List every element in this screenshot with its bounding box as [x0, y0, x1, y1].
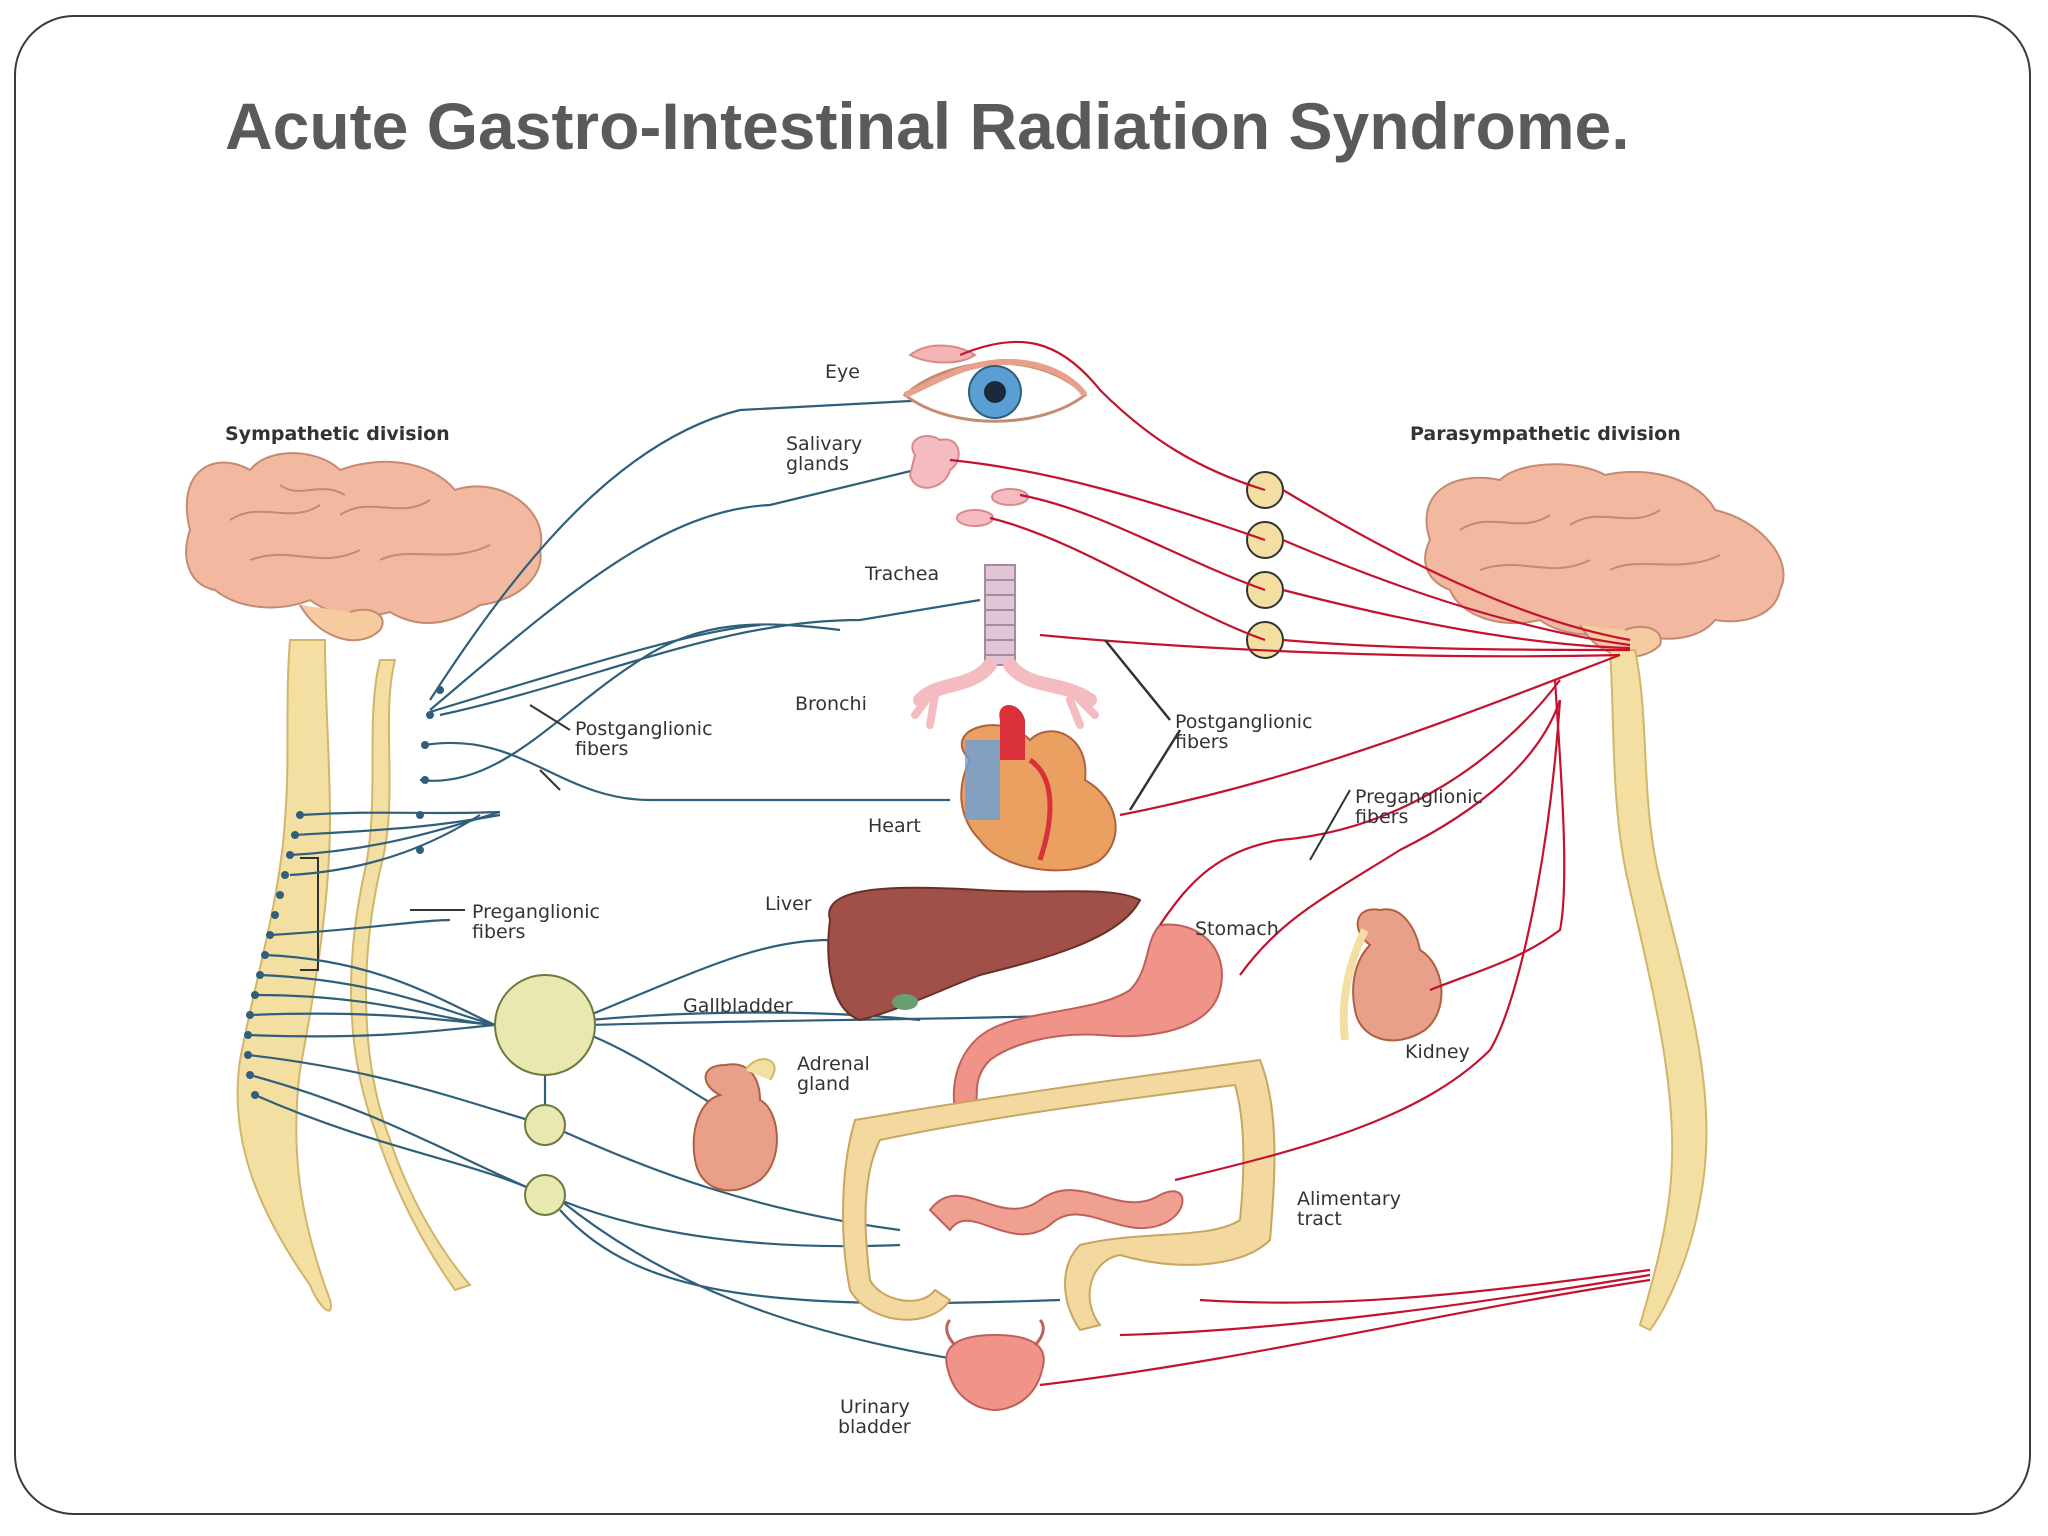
salivary-glands-illustration — [908, 435, 1029, 527]
parasympathetic-brain — [1424, 463, 1785, 658]
salivary-glands-label-line1: Salivary — [786, 433, 862, 455]
bronchi-label: Bronchi — [795, 693, 867, 715]
salivary-glands-label-line2: glands — [786, 453, 849, 475]
kidney-label: Kidney — [1405, 1041, 1470, 1063]
alimentary-tract-illustration — [842, 1058, 1276, 1332]
adrenal-gland-label-line2: gland — [797, 1073, 850, 1095]
sympathetic-collateral-ganglia — [494, 974, 596, 1216]
sympathetic-spinal-cord — [236, 639, 472, 1312]
parasympathetic-fibers — [949, 340, 1651, 1387]
trachea-label: Trachea — [864, 563, 939, 585]
eye-label: Eye — [825, 361, 860, 383]
preganglionic-fibers-left-label-line1: Preganglionic — [472, 901, 600, 923]
sympathetic-fibers — [247, 398, 1091, 1362]
postganglionic-fibers-right-label-line1: Postganglionic — [1175, 711, 1313, 733]
kidney-illustration — [1339, 908, 1443, 1042]
parasympathetic-division-label: Parasympathetic division — [1410, 423, 1681, 445]
stomach-illustration — [952, 923, 1223, 1111]
postganglionic-fibers-right-label-line2: fibers — [1175, 731, 1228, 753]
adrenal-kidney-illustration — [692, 1058, 778, 1192]
parasympathetic-spinal-cord — [1608, 649, 1708, 1332]
sympathetic-brain — [185, 452, 543, 642]
adrenal-gland-label-line1: Adrenal — [797, 1053, 870, 1075]
urinary-bladder-label-line2: bladder — [838, 1416, 911, 1438]
trachea-bronchi-illustration — [911, 564, 1099, 729]
preganglionic-fibers-right-label-line1: Preganglionic — [1355, 786, 1483, 808]
postganglionic-fibers-left-label-line1: Postganglionic — [575, 718, 713, 740]
slide-title: Acute Gastro-Intestinal Radiation Syndro… — [225, 89, 1630, 163]
urinary-bladder-illustration — [945, 1318, 1045, 1412]
liver-illustration — [827, 886, 1142, 1022]
parasympathetic-ganglia — [1246, 471, 1284, 659]
alimentary-tract-label-line2: tract — [1297, 1208, 1342, 1230]
heart-illustration — [960, 705, 1117, 872]
stomach-label: Stomach — [1195, 918, 1279, 940]
eye-illustration — [902, 344, 1088, 423]
postganglionic-fibers-left-label-line2: fibers — [575, 738, 628, 760]
urinary-bladder-label-line1: Urinary — [840, 1396, 910, 1418]
preganglionic-fibers-left-label-line2: fibers — [472, 921, 525, 943]
liver-label: Liver — [765, 893, 812, 915]
alimentary-tract-label-line1: Alimentary — [1297, 1188, 1401, 1210]
preganglionic-fibers-right-label-line2: fibers — [1355, 806, 1408, 828]
gallbladder-label: Gallbladder — [683, 995, 793, 1017]
sympathetic-division-label: Sympathetic division — [225, 423, 450, 445]
heart-label: Heart — [868, 815, 921, 837]
